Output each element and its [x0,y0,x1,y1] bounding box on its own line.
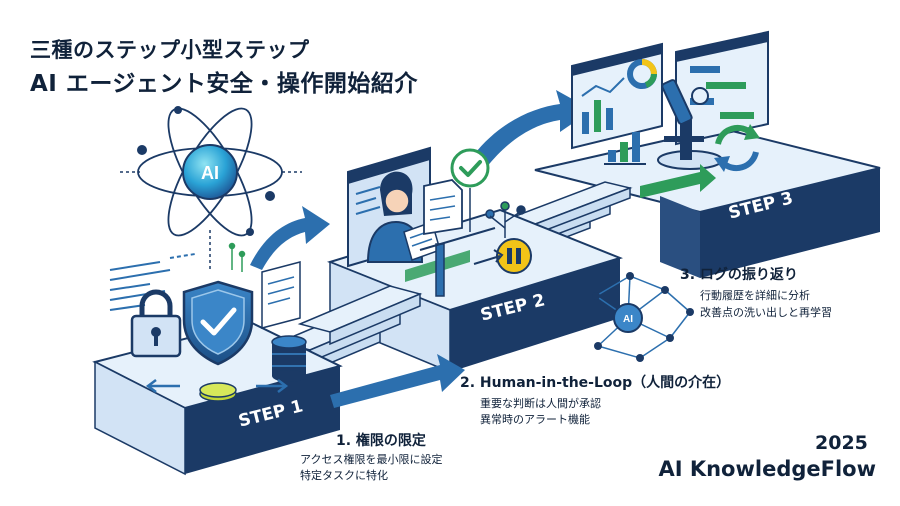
return-arrow-icon [640,164,716,198]
step1-heading: 1. 権限の限定 [336,433,426,449]
page-title-line1: 三種のステップ小型ステップ [30,38,310,62]
coin-disc-icon [199,382,237,402]
microscope-icon [657,79,723,170]
progress-arrows [250,90,592,408]
ai-atom-icon [120,106,302,270]
padlock-icon [130,289,182,358]
branch-nodes-icon [485,201,526,238]
code-lines-icon [109,253,196,311]
footer-brand: AI KnowledgeFlow [658,457,876,481]
ai-network-icon [592,272,694,362]
step3-line2: 改善点の洗い出しと再学習 [700,306,832,319]
circuit-lines-icon [228,242,246,272]
approval-check-icon [450,148,490,232]
step2-heading: 2. Human-in-the-Loop（人間の介在） [460,375,731,391]
footer-year: 2025 [815,432,868,454]
step2-line1: 重要な判断は人間が承認 [480,397,601,410]
step3-heading: 3. ログの振り返り [680,267,798,283]
document-icon [423,179,463,236]
step2-line2: 異常時のアラート機能 [480,413,590,426]
signal-gauge-icon [405,227,504,297]
ai-label: AI [201,163,219,183]
page-title-line2: AI エージェント安全・操作開始紹介 [30,71,418,97]
refresh-cycle-icon [714,124,760,172]
shield-check-icon [182,280,254,366]
document-panel-icon [261,261,301,329]
bar-chart-icon [604,132,646,165]
database-icon [271,335,307,382]
pause-icon [496,238,532,274]
dashboard-panel-icon [571,42,663,150]
step1-line1: アクセス権限を最小限に設定 [300,453,443,466]
network-ai-label: AI [623,314,633,325]
cycle-arrows-icon [145,379,289,393]
step1-line2: 特定タスクに特化 [300,469,388,482]
step3-line1: 行動履歴を詳細に分析 [700,289,810,302]
